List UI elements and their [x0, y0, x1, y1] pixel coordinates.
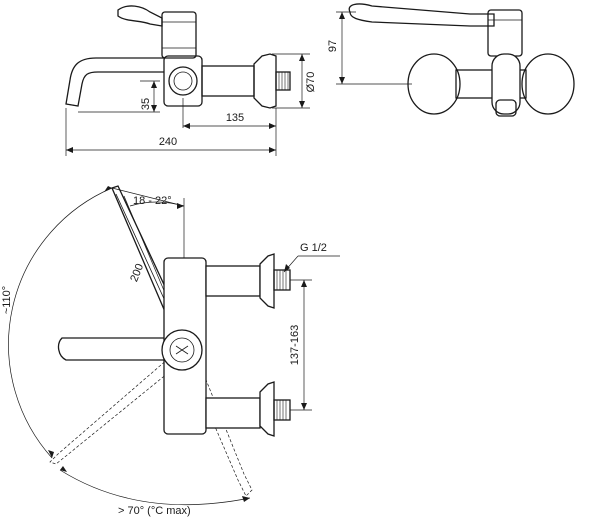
- dim-lever-length: 200: [128, 262, 146, 284]
- side-body-circle: [168, 66, 198, 96]
- plan-thread-lower: [273, 399, 291, 421]
- dim-handle-angle: 18 - 22°: [133, 195, 172, 207]
- dim-handle-height: 97: [327, 40, 339, 52]
- side-thread: [275, 71, 291, 91]
- dim-spout-height: 35: [140, 98, 152, 110]
- side-view: 35 135 240 Ø70: [65, 5, 317, 156]
- side-cartridge-body: [161, 11, 197, 59]
- dim-escutcheon-diameter: Ø70: [305, 72, 317, 93]
- dim-overall-length: 240: [159, 136, 177, 148]
- side-escutcheon: [253, 53, 277, 109]
- plan-lever-dashed-right: [187, 359, 253, 497]
- dim-inlet-to-outlet: 135: [226, 112, 244, 124]
- front-lever-handle: [348, 3, 495, 27]
- spout-swivel-arc: [8, 187, 113, 459]
- plan-escutcheon-upper: [259, 253, 275, 309]
- plan-escutcheon-lower: [259, 381, 275, 437]
- front-escutcheon-left: [407, 53, 461, 115]
- dim-thread: G 1/2: [300, 242, 327, 254]
- front-central-body: [491, 53, 521, 115]
- dim-centres: 137-163: [289, 325, 301, 365]
- plan-upper-connector: [205, 265, 261, 297]
- front-cartridge: [487, 9, 523, 57]
- plan-lower-connector: [205, 397, 261, 429]
- plan-thread-upper: [273, 269, 291, 291]
- plan-view: ~110° > 70° (°C max) 18 - 22° 200: [1, 185, 340, 517]
- front-spout-outlet: [495, 99, 517, 117]
- front-view: 97: [327, 3, 575, 117]
- dim-spout-swivel: ~110°: [1, 286, 13, 314]
- plan-lever-dashed-left: [49, 351, 185, 465]
- side-connector: [201, 65, 255, 97]
- dim-lever-rotation: > 70° (°C max): [118, 505, 191, 517]
- lever-rotation-arc: [59, 469, 251, 506]
- front-escutcheon-right: [521, 53, 575, 115]
- plan-lever-horizontal: [57, 337, 169, 361]
- side-lever-handle: [117, 5, 163, 27]
- front-body-bar: [455, 69, 527, 99]
